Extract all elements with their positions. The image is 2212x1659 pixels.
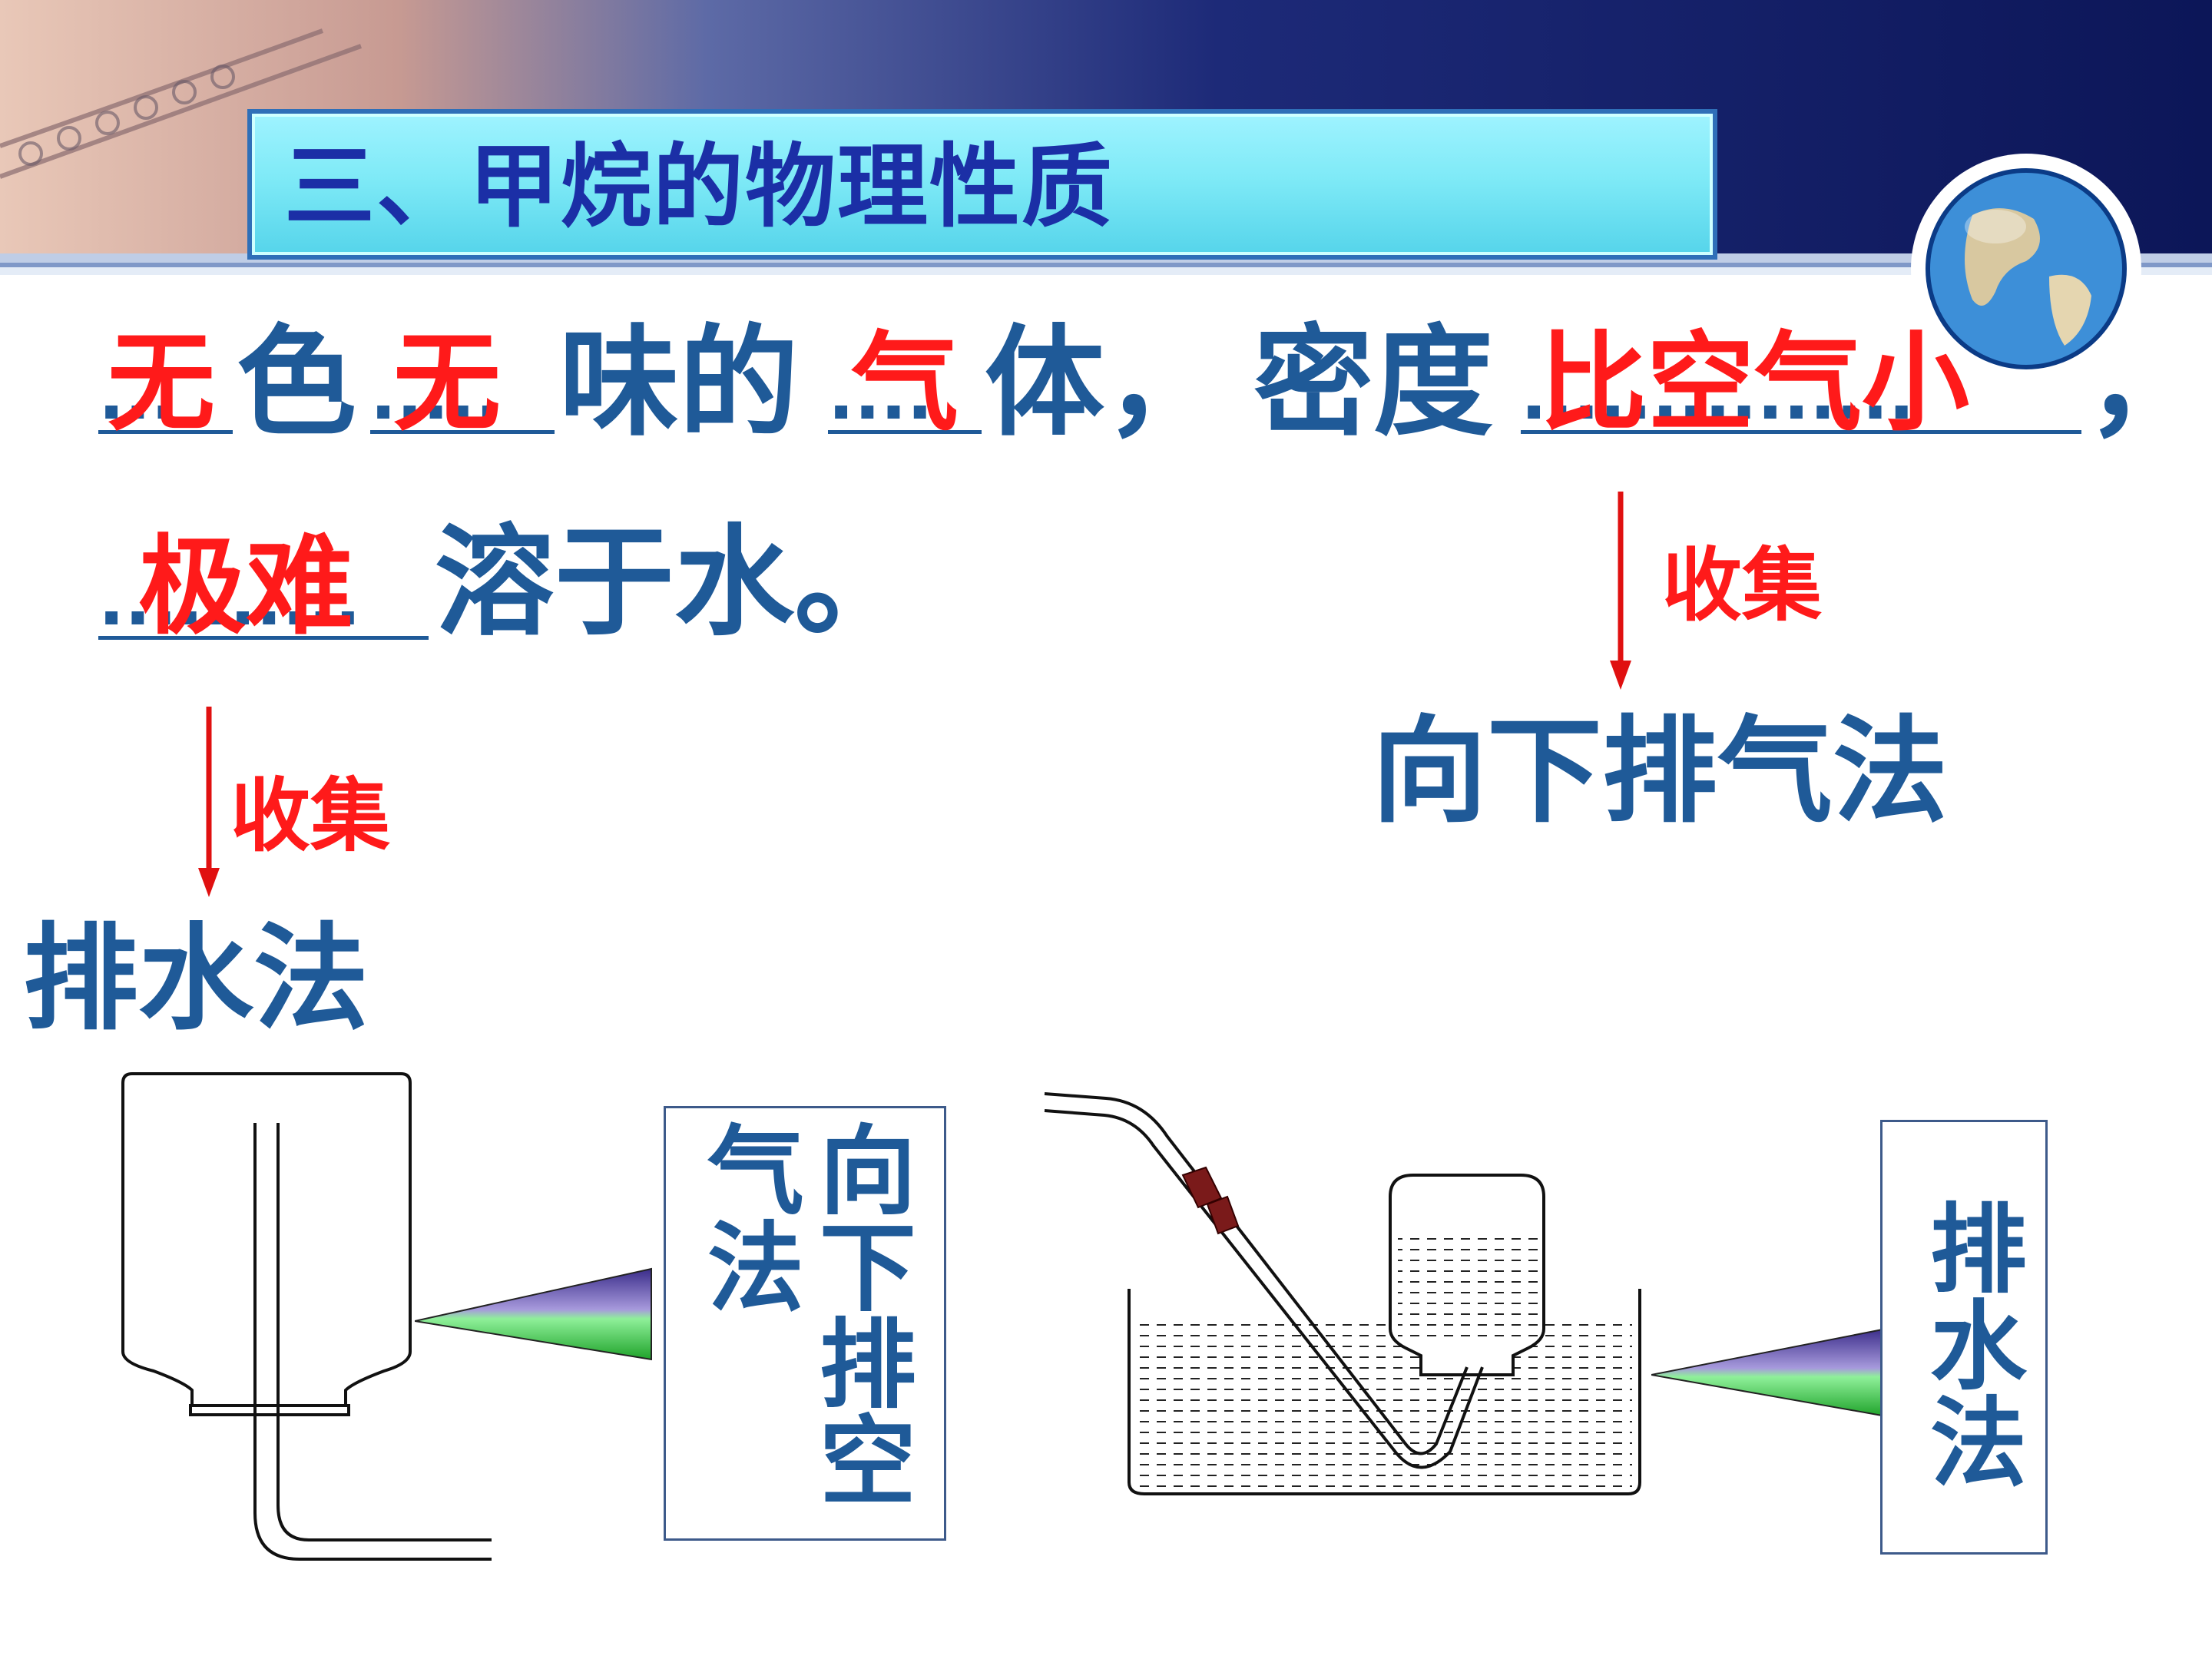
sentence-text-5: ，: [2086, 313, 2206, 452]
collect-label-left: 收集: [230, 769, 391, 863]
pointer-wedge-icon: [1651, 1327, 1887, 1418]
inverted-bottle-apparatus: [121, 1072, 492, 1561]
sentence-text-2: 味的: [559, 313, 799, 452]
answer-fill-2: 无: [393, 321, 502, 446]
sentence-text-1: 色: [237, 313, 356, 452]
blank-underline-1: [98, 430, 233, 434]
downward-air-method: 向下排气法: [1372, 705, 1949, 839]
answer-fill-4: 比空气小: [1539, 321, 1970, 446]
label-air-method: 气法: [690, 1120, 804, 1313]
answer-fill-3: 气: [851, 321, 959, 446]
sentence-text-3: 体，: [985, 313, 1224, 452]
down-arrow-icon: [1610, 492, 1631, 690]
blank-dots: .....: [370, 355, 502, 435]
blank-dots: ...............: [1521, 355, 1915, 435]
blank-dots: ...: [98, 355, 177, 435]
globe-icon: [1911, 154, 2141, 384]
pointer-wedge-icon: [415, 1267, 652, 1361]
answer-fill-1: 无: [108, 321, 216, 446]
sentence-text-4: 密度: [1253, 313, 1493, 452]
blank-underline-5: [98, 636, 429, 640]
collect-label-right: 收集: [1662, 538, 1823, 632]
label-box-left: [664, 1106, 946, 1541]
blank-underline-2: [370, 430, 555, 434]
down-arrow-icon: [198, 707, 220, 897]
blank-underline-4: [1521, 430, 2081, 434]
blank-dots: ....: [828, 355, 933, 435]
blank-dots: ..........: [98, 561, 361, 641]
water-trough-apparatus: [1044, 1092, 1641, 1495]
sentence-text-6: 溶于水。: [435, 512, 914, 652]
label-water-method: 排水法: [1913, 1198, 2027, 1488]
page-title: 三、甲烷的物理性质: [284, 134, 1114, 240]
answer-fill-5: 极难: [138, 525, 354, 650]
label-box-right: [1880, 1120, 2048, 1555]
water-displacement-method: 排水法: [23, 912, 369, 1046]
blank-underline-3: [828, 430, 982, 434]
label-downward-exhaust: 向下排空: [803, 1120, 916, 1507]
title-box: [247, 109, 1717, 260]
